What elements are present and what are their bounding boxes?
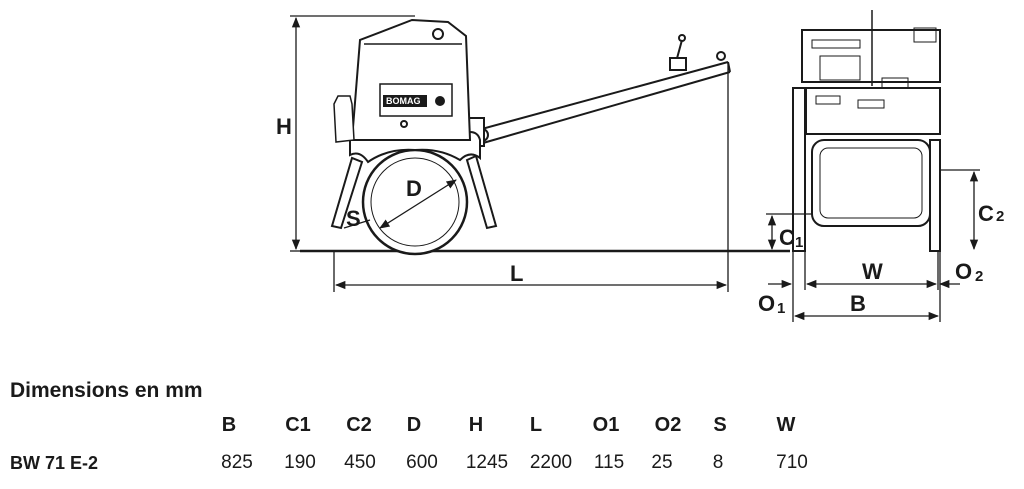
label-c1: C	[779, 225, 795, 250]
label-h: H	[276, 114, 292, 139]
label-o1: O	[758, 291, 775, 316]
header-d: D	[406, 414, 422, 436]
label-b: B	[850, 291, 866, 316]
label-c2: C	[978, 201, 994, 226]
side-dimensions	[290, 15, 729, 292]
value-c1: 190	[284, 452, 316, 473]
handle-bar	[465, 34, 731, 147]
front-view	[792, 10, 941, 252]
fuel-tank	[333, 95, 355, 143]
value-c2: 450	[344, 452, 376, 473]
header-w: W	[776, 414, 796, 436]
label-o2: O	[955, 259, 972, 284]
label-l: L	[510, 261, 523, 286]
drum	[361, 148, 469, 256]
label-o2-sub: 2	[975, 268, 983, 285]
label-s: S	[346, 206, 361, 231]
engine-housing	[350, 18, 472, 141]
value-s: 8	[712, 452, 724, 473]
table-title: Dimensions en mm	[10, 379, 203, 402]
value-d: 600	[406, 452, 438, 473]
value-o2: 25	[651, 452, 673, 473]
header-c1: C1	[285, 414, 311, 436]
header-o1: O1	[592, 414, 620, 436]
label-o1-sub: 1	[777, 300, 785, 317]
front-dimensions	[766, 169, 980, 322]
side-view	[300, 18, 790, 256]
value-b: 825	[221, 452, 253, 473]
value-w: 710	[776, 452, 808, 473]
logo-text: BOMAG	[386, 96, 421, 106]
frame-legs	[330, 154, 498, 230]
table-row: 825 190 450 600 1245 2200 115 25 8 710	[0, 452, 1024, 480]
header-c2: C2	[346, 414, 372, 436]
header-s: S	[713, 414, 727, 436]
header-o2: O2	[654, 414, 682, 436]
value-h: 1245	[465, 452, 509, 473]
label-d: D	[406, 176, 422, 201]
label-w: W	[862, 259, 883, 284]
value-o1: 115	[593, 452, 625, 473]
value-l: 2200	[529, 452, 573, 473]
label-c2-sub: 2	[996, 208, 1004, 225]
dimension-diagram: BOMAG	[276, 10, 1004, 322]
table-header-row: B C1 C2 D H L O1 O2 S W	[0, 414, 1024, 442]
model-name: BW 71 E-2	[10, 453, 99, 473]
header-l: L	[529, 414, 543, 436]
label-c1-sub: 1	[795, 234, 803, 251]
header-h: H	[468, 414, 484, 436]
header-b: B	[221, 414, 237, 436]
